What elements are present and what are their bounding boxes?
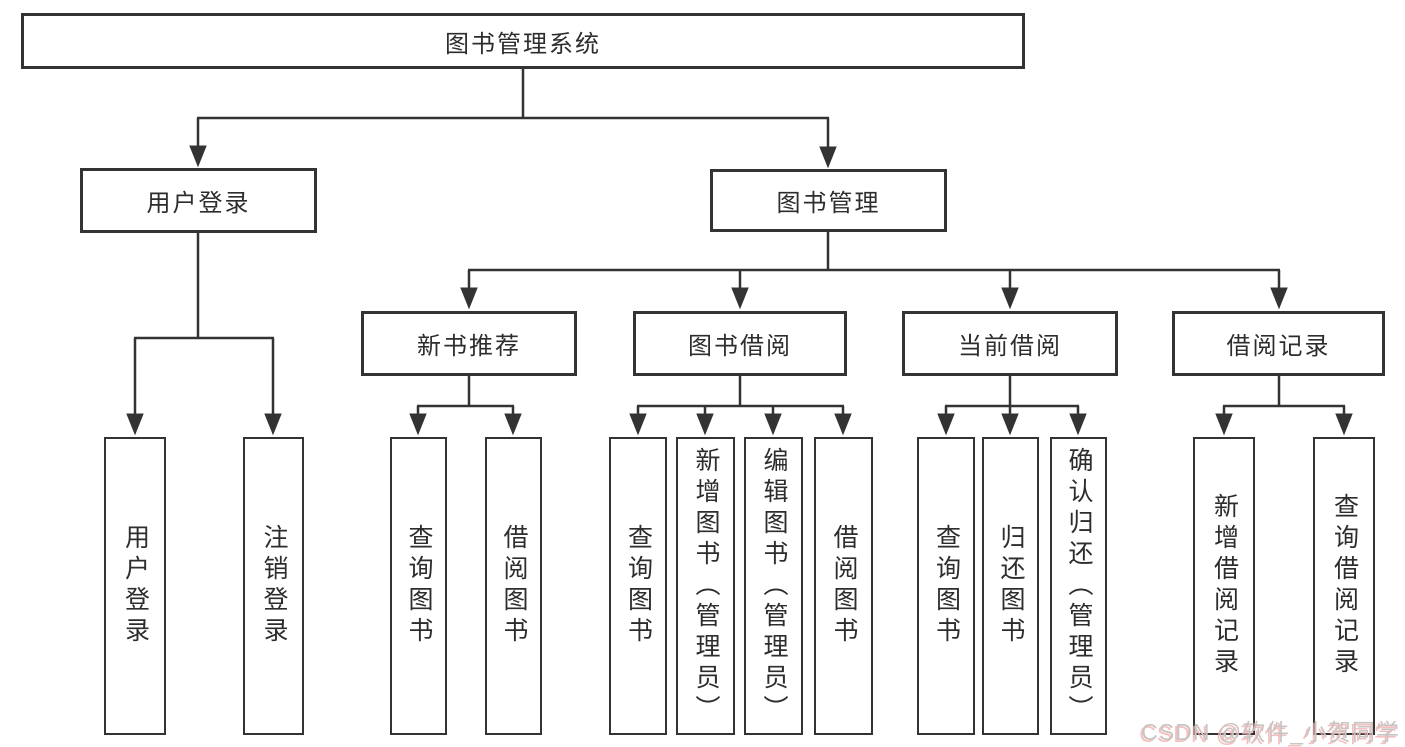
csdn-watermark: CSDN @软件_小贺同学 bbox=[1141, 719, 1400, 745]
node-root-label: 图书管理系统 bbox=[445, 30, 601, 58]
arrowhead bbox=[1069, 413, 1087, 436]
node-leaf-record-add: 新增借阅记录 bbox=[1193, 437, 1255, 735]
connector-user-login-children bbox=[126, 233, 282, 436]
arrowhead bbox=[1335, 413, 1353, 436]
arrowhead bbox=[409, 413, 427, 436]
node-leaf-record-query-label: 查询借阅记录 bbox=[1330, 493, 1359, 679]
node-leaf-borrow-borrow: 借阅图书 bbox=[814, 437, 873, 735]
node-leaf-borrow-add-label: 新增图书（管理员） bbox=[692, 446, 720, 726]
node-borrow-record-label: 借阅记录 bbox=[1226, 333, 1331, 360]
node-leaf-current-return-label: 归还图书 bbox=[997, 524, 1025, 648]
node-leaf-record-add-label: 新增借阅记录 bbox=[1210, 493, 1239, 679]
arrowhead bbox=[1001, 287, 1019, 310]
arrowhead bbox=[189, 145, 207, 168]
node-leaf-current-query-label: 查询图书 bbox=[932, 524, 961, 648]
node-leaf-newbook-borrow: 借阅图书 bbox=[485, 437, 542, 735]
arrowhead bbox=[764, 413, 782, 436]
node-leaf-borrow-query: 查询图书 bbox=[609, 437, 667, 735]
arrowhead bbox=[937, 413, 955, 436]
connector-book-mgmt-children bbox=[460, 232, 1288, 310]
node-book-mgmt-label: 图书管理 bbox=[776, 190, 881, 217]
node-user-login-label: 用户登录 bbox=[146, 190, 251, 217]
arrowhead bbox=[1270, 287, 1288, 310]
node-leaf-current-confirm: 确认归还（管理员） bbox=[1050, 437, 1107, 735]
node-current-borrow: 当前借阅 bbox=[902, 311, 1118, 376]
node-leaf-user-login: 用户登录 bbox=[104, 437, 166, 735]
arrowhead bbox=[460, 287, 478, 310]
node-leaf-borrow-borrow-label: 借阅图书 bbox=[830, 524, 858, 648]
connector-root-to-level2 bbox=[189, 69, 837, 169]
node-leaf-borrow-edit-label: 编辑图书（管理员） bbox=[760, 446, 788, 726]
connector-new-book-children bbox=[409, 376, 522, 436]
node-leaf-current-query: 查询图书 bbox=[917, 437, 975, 735]
arrowhead bbox=[819, 146, 837, 169]
node-leaf-newbook-borrow-label: 借阅图书 bbox=[500, 524, 528, 648]
arrowhead bbox=[1001, 413, 1019, 436]
node-current-borrow-label: 当前借阅 bbox=[958, 333, 1062, 360]
node-user-login: 用户登录 bbox=[80, 168, 317, 233]
arrowhead bbox=[834, 413, 852, 436]
node-leaf-current-return: 归还图书 bbox=[982, 437, 1039, 735]
node-leaf-current-confirm-label: 确认归还（管理员） bbox=[1065, 446, 1093, 726]
node-book-borrow-label: 图书借阅 bbox=[688, 333, 792, 360]
arrowhead bbox=[731, 287, 749, 310]
connector-borrow-record-children bbox=[1215, 376, 1353, 436]
node-leaf-record-query: 查询借阅记录 bbox=[1313, 437, 1375, 735]
node-leaf-user-login-label: 用户登录 bbox=[121, 524, 150, 648]
node-leaf-borrow-add: 新增图书（管理员） bbox=[676, 437, 735, 735]
node-new-book-label: 新书推荐 bbox=[417, 333, 521, 360]
node-borrow-record: 借阅记录 bbox=[1172, 311, 1385, 376]
connector-book-borrow-children bbox=[629, 376, 852, 436]
node-leaf-newbook-query-label: 查询图书 bbox=[405, 524, 433, 648]
node-leaf-logout: 注销登录 bbox=[243, 437, 304, 735]
connector-current-borrow-children bbox=[937, 376, 1087, 436]
arrowhead bbox=[264, 413, 282, 436]
node-leaf-logout-label: 注销登录 bbox=[260, 524, 288, 648]
arrowhead bbox=[126, 413, 144, 436]
node-leaf-newbook-query: 查询图书 bbox=[390, 437, 447, 735]
arrowhead bbox=[504, 413, 522, 436]
arrowhead bbox=[629, 413, 647, 436]
node-book-borrow: 图书借阅 bbox=[633, 311, 847, 376]
node-book-mgmt: 图书管理 bbox=[710, 169, 947, 232]
arrowhead bbox=[1215, 413, 1233, 436]
node-root: 图书管理系统 bbox=[21, 13, 1025, 69]
node-leaf-borrow-edit: 编辑图书（管理员） bbox=[744, 437, 803, 735]
node-leaf-borrow-query-label: 查询图书 bbox=[624, 524, 653, 648]
arrowhead bbox=[696, 413, 714, 436]
node-new-book: 新书推荐 bbox=[361, 311, 577, 376]
